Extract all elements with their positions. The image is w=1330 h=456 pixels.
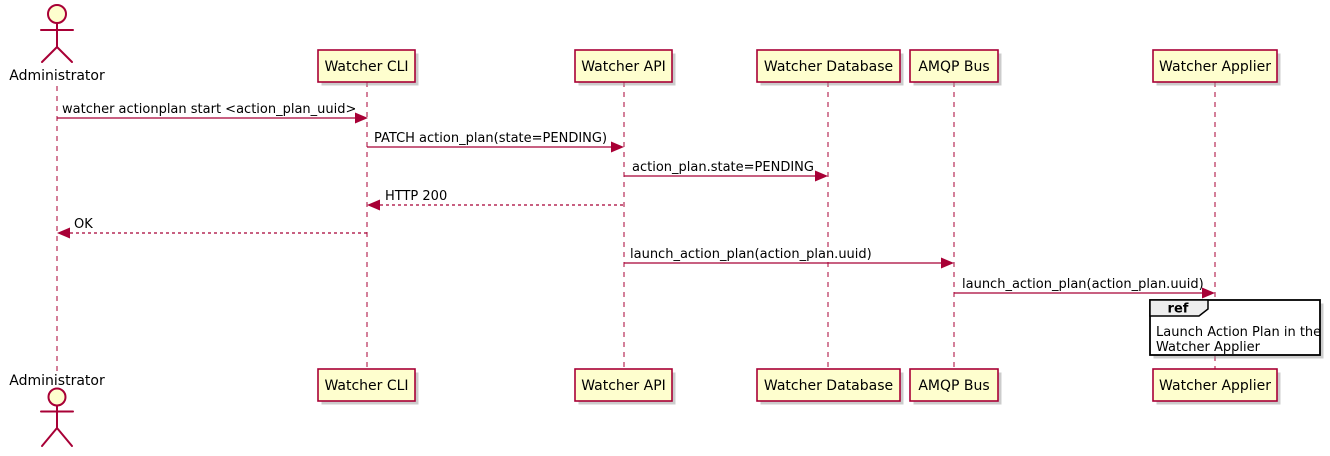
participant-amqp-bus-top: AMQP Bus xyxy=(909,49,1002,86)
participant-label: AMQP Bus xyxy=(918,59,989,75)
message-label: HTTP 200 xyxy=(385,189,447,204)
message-7: launch_action_plan(action_plan.uuid) xyxy=(954,277,1215,299)
participant-watcher-applier-bottom: Watcher Applier xyxy=(1152,368,1281,405)
participant-box xyxy=(1152,368,1278,402)
participant-watcher-database-bottom: Watcher Database xyxy=(756,368,904,405)
participant-amqp-bus-bottom: AMQP Bus xyxy=(909,368,1002,405)
participant-box xyxy=(756,368,901,402)
message-2: PATCH action_plan(state=PENDING) xyxy=(367,131,624,153)
message-5: OK xyxy=(57,217,367,239)
participant-box xyxy=(317,49,416,83)
message-label: action_plan.state=PENDING xyxy=(632,160,814,175)
participant-label: Watcher Database xyxy=(764,59,893,75)
participant-watcher-cli-bottom: Watcher CLI xyxy=(317,368,419,405)
actor-label: Administrator xyxy=(9,373,105,389)
ref-fragment: ref Launch Action Plan in the Watcher Ap… xyxy=(1149,299,1324,359)
participant-box xyxy=(756,49,901,83)
message-label: launch_action_plan(action_plan.uuid) xyxy=(962,277,1204,292)
participant-label: Watcher Database xyxy=(764,378,893,394)
participant-watcher-cli-top: Watcher CLI xyxy=(317,49,419,86)
participant-box xyxy=(1152,49,1278,83)
arrowhead-icon xyxy=(1202,287,1215,299)
arrowhead-icon xyxy=(355,112,368,124)
participant-watcher-api-top: Watcher API xyxy=(574,49,676,86)
actor-figure xyxy=(40,22,74,63)
participant-watcher-database-top: Watcher Database xyxy=(756,49,904,86)
message-4: HTTP 200 xyxy=(367,189,624,211)
actor-label: Administrator xyxy=(9,68,105,84)
participant-label: Watcher Applier xyxy=(1159,378,1271,394)
arrowhead-icon xyxy=(57,227,70,239)
participant-box xyxy=(909,49,999,83)
message-label: watcher actionplan start <action_plan_uu… xyxy=(62,102,356,117)
participant-label: Watcher CLI xyxy=(324,59,408,75)
ref-text-line2: Watcher Applier xyxy=(1156,340,1261,355)
actor-head xyxy=(47,4,67,24)
ref-keyword-tab xyxy=(1149,299,1209,317)
message-3: action_plan.state=PENDING xyxy=(624,160,828,182)
arrowhead-icon xyxy=(367,199,380,211)
participant-label: Watcher Applier xyxy=(1159,59,1271,75)
message-label: PATCH action_plan(state=PENDING) xyxy=(374,131,607,146)
actor-head xyxy=(47,387,67,407)
ref-keyword: ref xyxy=(1168,302,1189,317)
message-1: watcher actionplan start <action_plan_uu… xyxy=(57,102,368,124)
ref-text-line1: Launch Action Plan in the xyxy=(1156,325,1321,340)
participant-label: AMQP Bus xyxy=(918,378,989,394)
participant-box xyxy=(317,368,416,402)
participant-label: Watcher API xyxy=(581,59,666,75)
message-label: OK xyxy=(74,217,93,232)
arrowhead-icon xyxy=(815,170,828,182)
participant-box xyxy=(574,49,673,83)
message-label: launch_action_plan(action_plan.uuid) xyxy=(630,247,872,262)
participant-label: Watcher API xyxy=(581,378,666,394)
actor-administrator-top: Administrator xyxy=(9,4,105,84)
arrowhead-icon xyxy=(611,141,624,153)
participant-watcher-applier-top: Watcher Applier xyxy=(1152,49,1281,86)
participant-label: Watcher CLI xyxy=(324,378,408,394)
participant-watcher-api-bottom: Watcher API xyxy=(574,368,676,405)
actor-figure xyxy=(40,404,74,447)
participant-box xyxy=(574,368,673,402)
arrowhead-icon xyxy=(941,257,954,269)
actor-administrator-bottom: Administrator xyxy=(9,373,105,447)
message-6: launch_action_plan(action_plan.uuid) xyxy=(624,247,954,269)
participant-box xyxy=(909,368,999,402)
